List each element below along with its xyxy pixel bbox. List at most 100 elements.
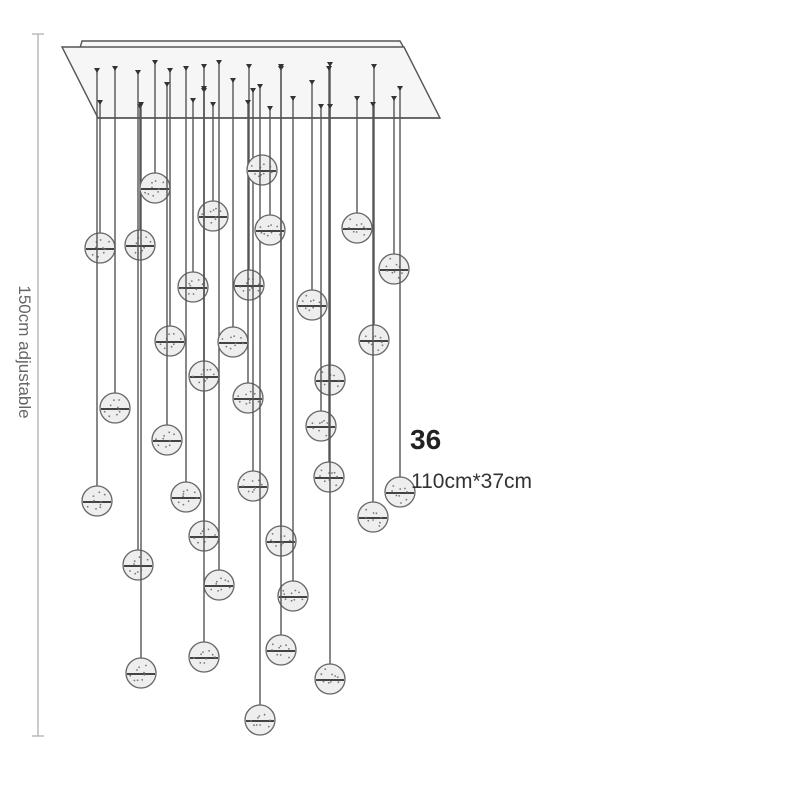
pendant-light	[122, 70, 154, 581]
crystal-texture	[220, 588, 223, 591]
crystal-texture	[395, 263, 398, 266]
crystal-texture	[192, 375, 194, 378]
crystal-texture	[386, 270, 389, 272]
crystal-texture	[393, 271, 396, 273]
crystal-texture	[102, 247, 104, 249]
crystal-texture	[327, 681, 330, 684]
pendant-light	[265, 64, 297, 666]
crystal-texture	[95, 508, 97, 510]
crystal-texture	[212, 373, 215, 376]
cord-fitting	[164, 82, 170, 87]
crystal-texture	[320, 469, 323, 472]
crystal-texture	[182, 490, 185, 493]
crystal-texture	[318, 429, 320, 432]
cord-fitting	[245, 100, 251, 105]
crystal-texture	[211, 653, 214, 656]
crystal-texture	[293, 598, 296, 601]
crystal-texture	[263, 713, 266, 716]
crystal-texture	[247, 490, 250, 493]
pendant-light	[217, 78, 249, 358]
crystal-texture	[225, 345, 228, 348]
crystal-texture	[200, 373, 203, 376]
crystal-texture	[227, 580, 230, 583]
pendant-light	[197, 102, 229, 232]
crystal-texture	[206, 369, 209, 371]
crystal-texture	[289, 539, 291, 542]
crystal-texture	[202, 651, 204, 653]
crystal-texture	[364, 335, 367, 338]
crystal-texture	[385, 265, 388, 268]
crystal-texture	[248, 399, 251, 402]
crystal-texture	[282, 542, 284, 545]
crystal-texture	[129, 674, 132, 677]
pendant-light	[246, 154, 278, 186]
crystal-texture	[170, 345, 173, 348]
crystal-texture	[237, 395, 240, 397]
crystal-texture	[172, 343, 175, 346]
crystal-texture	[103, 493, 106, 496]
pendant-light	[378, 96, 410, 285]
crystal-texture	[270, 224, 272, 227]
crystal-texture	[360, 223, 363, 225]
crystal-texture	[220, 577, 222, 580]
cord-fitting	[370, 102, 376, 107]
crystal-texture	[266, 234, 269, 237]
crystal-texture	[323, 480, 326, 483]
crystal-texture	[401, 272, 403, 274]
crystal-texture	[177, 501, 180, 504]
ceiling-canopy	[60, 40, 442, 119]
cord-fitting	[152, 60, 158, 65]
crystal-texture	[278, 646, 280, 649]
crystal-texture	[138, 666, 141, 669]
crystal-texture	[173, 433, 175, 436]
crystal-texture	[188, 282, 191, 285]
crystal-texture	[199, 532, 202, 535]
crystal-texture	[282, 589, 285, 592]
crystal-texture	[163, 435, 166, 437]
crystal-texture	[258, 715, 261, 717]
crystal-texture	[372, 519, 374, 521]
crystal-texture	[93, 499, 95, 502]
crystal-texture	[253, 392, 256, 395]
crystal-texture	[109, 404, 112, 407]
crystal-texture	[312, 299, 315, 302]
crystal-texture	[331, 673, 333, 676]
crystal-texture	[230, 336, 232, 339]
crystal-texture	[141, 679, 144, 681]
crystal-texture	[201, 530, 204, 533]
crystal-texture	[377, 349, 380, 351]
crystal-texture	[248, 401, 251, 404]
crystal-texture	[379, 521, 381, 524]
pendant-light	[151, 82, 183, 456]
crystal-texture	[271, 649, 273, 651]
crystal-texture	[380, 516, 382, 519]
crystal-texture	[102, 251, 105, 254]
crystal-texture	[363, 226, 365, 229]
crystal-texture	[144, 191, 147, 194]
crystal-texture	[103, 410, 106, 413]
crystal-texture	[133, 679, 136, 682]
crystal-texture	[206, 377, 208, 380]
cord-fitting	[278, 64, 284, 69]
crystal-texture	[259, 724, 262, 726]
crystal-texture	[193, 491, 196, 494]
crystal-texture	[250, 720, 252, 722]
crystal-texture	[145, 236, 148, 239]
crystal-texture	[134, 572, 137, 575]
crystal-texture	[238, 400, 241, 403]
cord-fitting	[230, 78, 236, 83]
pendant-lights	[81, 60, 416, 736]
pendant-light	[313, 66, 345, 493]
cord-fitting	[183, 66, 189, 71]
crystal-texture	[108, 415, 111, 418]
crystal-texture	[248, 289, 251, 291]
crystal-texture	[200, 653, 203, 656]
crystal-texture	[149, 240, 152, 243]
pendant-light	[170, 66, 202, 513]
crystal-texture	[99, 239, 102, 241]
crystal-texture	[187, 500, 190, 503]
crystal-texture	[365, 516, 367, 519]
crystal-texture	[215, 583, 218, 585]
crystal-texture	[405, 498, 408, 501]
